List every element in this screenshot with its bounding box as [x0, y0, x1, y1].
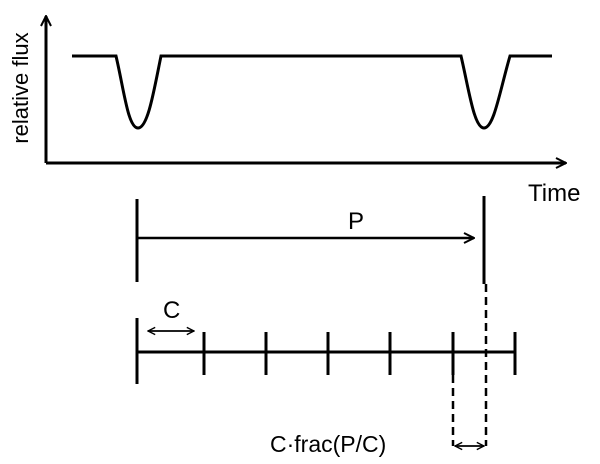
cadence-label: C: [163, 297, 180, 324]
cadence-grid: C: [135, 297, 517, 384]
light-curve: [72, 54, 552, 130]
y-axis-label: relative flux: [8, 32, 33, 143]
period-marker: P: [135, 196, 486, 284]
offset-indicator: C·frac(P/C): [270, 284, 488, 457]
offset-label: C·frac(P/C): [270, 431, 386, 457]
light-curve-panel: relative flux Time: [8, 16, 580, 207]
x-axis-label: Time: [528, 180, 580, 207]
period-label: P: [348, 208, 364, 235]
